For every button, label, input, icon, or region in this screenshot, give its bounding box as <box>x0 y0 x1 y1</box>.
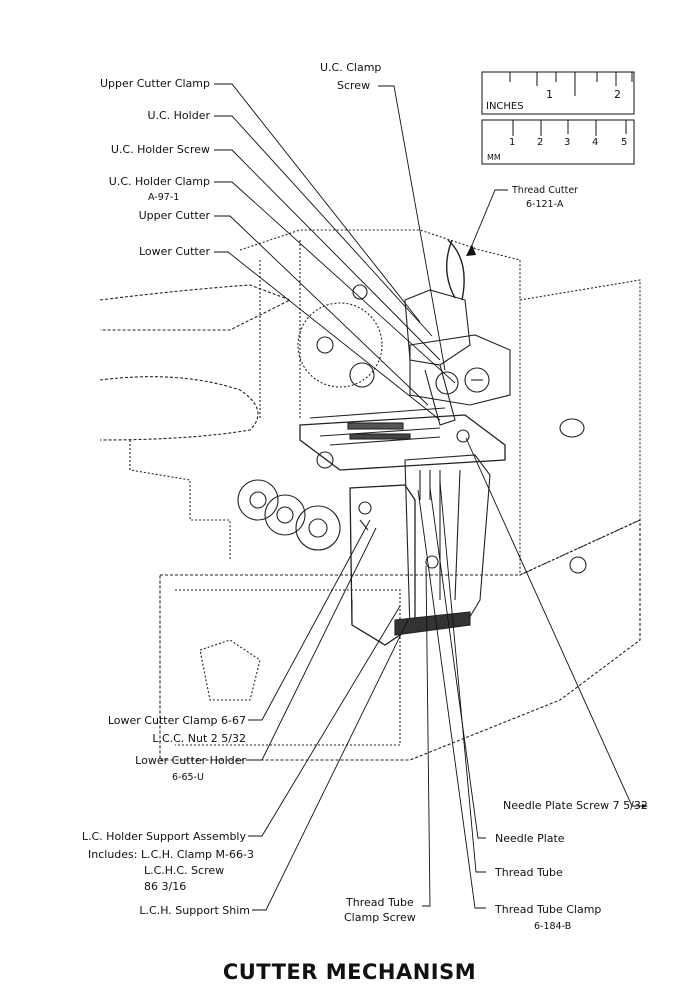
mm-tick-4: 4 <box>592 137 599 148</box>
label-needle-plate-screw: Needle Plate Screw 7 5/32 <box>503 799 648 812</box>
mm-tick-3: 3 <box>564 137 571 148</box>
label-lcc-nut: L.C.C. Nut 2 5/32 <box>152 732 246 745</box>
mm-label: MM <box>487 153 501 162</box>
label-lower-cutter-holder: Lower Cutter Holder <box>135 754 246 767</box>
label-uc-holder-screw: U.C. Holder Screw <box>110 143 210 156</box>
label-thread-tube: Thread Tube <box>495 866 563 879</box>
inches-label: INCHES <box>486 101 524 112</box>
inch-tick-2: 2 <box>614 88 621 101</box>
label-lchc-screw: L.C.H.C. Screw <box>144 864 225 877</box>
mm-tick-5: 5 <box>621 137 628 148</box>
label-includes-lch-clamp: Includes: L.C.H. Clamp M-66-3 <box>88 848 254 861</box>
label-uc-holder: U.C. Holder <box>147 109 210 122</box>
label-lc-holder-support: L.C. Holder Support Assembly <box>81 830 246 843</box>
page-title: CUTTER MECHANISM <box>222 960 477 984</box>
mm-tick-1: 1 <box>509 137 516 148</box>
label-upper-cutter-clamp: Upper Cutter Clamp <box>99 77 210 90</box>
mm-tick-2: 2 <box>537 137 544 148</box>
label-thread-cutter-part: 6-121-A <box>526 199 564 210</box>
label-lower-cutter: Lower Cutter <box>138 245 210 258</box>
label-uc-clamp-screw-line2: Screw <box>337 79 371 92</box>
label-upper-cutter: Upper Cutter <box>138 209 210 222</box>
label-lower-cutter-clamp: Lower Cutter Clamp 6-67 <box>107 714 246 727</box>
label-thread-tube-clamp-part: 6-184-B <box>534 921 572 932</box>
label-uc-holder-clamp: U.C. Holder Clamp <box>108 175 210 188</box>
inch-tick-1: 1 <box>546 88 553 101</box>
label-thread-cutter: Thread Cutter <box>512 185 579 196</box>
label-lower-cutter-holder-part: 6-65-U <box>172 772 204 783</box>
label-uc-holder-clamp-part: A-97-1 <box>148 192 180 203</box>
label-lchc-screw-size: 86 3/16 <box>144 880 187 893</box>
label-needle-plate: Needle Plate <box>495 832 565 845</box>
label-thread-tube-clamp-screw-line2: Clamp Screw <box>344 911 416 924</box>
label-thread-tube-clamp: Thread Tube Clamp <box>495 903 602 916</box>
label-uc-clamp-screw-line1: U.C. Clamp <box>320 61 382 74</box>
label-thread-tube-clamp-screw-line1: Thread Tube <box>346 896 414 909</box>
label-lch-support-shim: L.C.H. Support Shim <box>139 904 250 917</box>
